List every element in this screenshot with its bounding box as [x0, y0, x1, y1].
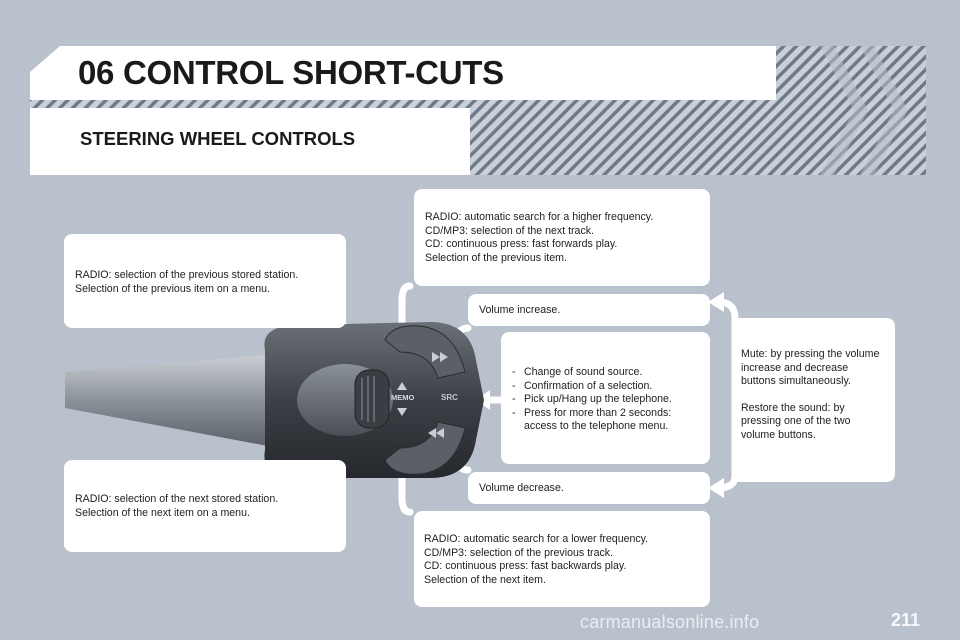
callout-previous-station: RADIO: selection of the previous stored …	[64, 234, 346, 328]
source-button-functions: Change of sound source. Confirmation of …	[510, 366, 704, 434]
skip-back-icon	[428, 428, 444, 438]
subtitle-band	[30, 108, 470, 175]
callout-line: Volume increase.	[479, 304, 561, 316]
header-stripes-mid	[30, 100, 776, 108]
callout-line: Selection of the next item on a menu.	[75, 506, 250, 519]
page-title: 06 CONTROL SHORT-CUTS	[78, 54, 504, 91]
callout-seek-down: RADIO: automatic search for a lower freq…	[414, 511, 710, 607]
memo-label: MEMO	[391, 393, 415, 402]
callout-line: CD: continuous press: fast forwards play…	[425, 238, 618, 250]
header-band	[30, 46, 776, 100]
header-stripes-top	[470, 46, 926, 175]
callout-line: RADIO: automatic search for a higher fre…	[425, 211, 654, 223]
callout-line: Selection of the previous item on a menu…	[75, 282, 270, 295]
page-number: 211	[890, 610, 920, 630]
section-title: STEERING WHEEL CONTROLS	[80, 128, 356, 149]
callout-volume-up: Volume increase.	[468, 294, 710, 326]
callout-line: CD/MP3: selection of the next track.	[425, 224, 594, 237]
thumbwheel-ridges	[361, 376, 375, 422]
function-item: Change of sound source.	[510, 366, 704, 380]
callout-line: RADIO: selection of the previous stored …	[75, 269, 299, 281]
callout-line: RADIO: automatic search for a lower freq…	[424, 533, 649, 545]
callout-seek-up: RADIO: automatic search for a higher fre…	[414, 189, 710, 286]
callout-line: Volume decrease.	[479, 482, 564, 494]
watermark: carmanualsonline.info	[580, 612, 760, 632]
callout-line: CD/MP3: selection of the previous track.	[424, 546, 614, 559]
function-item: Pick up/Hang up the telephone.	[510, 393, 704, 407]
callout-volume-down: Volume decrease.	[468, 472, 710, 504]
callout-line: Mute: by pressing the volume increase an…	[741, 348, 880, 387]
callout-next-station: RADIO: selection of the next stored stat…	[64, 460, 346, 552]
skip-forward-icon	[432, 352, 448, 362]
memo-down-arrow	[397, 408, 407, 416]
stalk-upper-button	[384, 325, 466, 379]
callout-line: Selection of the next item.	[424, 573, 546, 586]
src-label: SRC	[441, 393, 458, 402]
chevron-decoration	[820, 46, 908, 175]
callout-line: Restore the sound: by pressing one of th…	[741, 401, 851, 441]
callout-line: CD: continuous press: fast backwards pla…	[424, 560, 627, 572]
stalk-arm	[65, 352, 300, 452]
callout-line: RADIO: selection of the next stored stat…	[75, 493, 279, 505]
callout-mute: Mute: by pressing the volume increase an…	[732, 318, 895, 482]
callout-line: Selection of the previous item.	[425, 251, 567, 264]
callout-source-button: Change of sound source. Confirmation of …	[501, 332, 710, 464]
memo-up-arrow	[397, 382, 407, 390]
function-item: Press for more than 2 seconds: access to…	[510, 407, 704, 434]
stalk-thumbwheel	[354, 369, 390, 429]
function-item: Confirmation of a selection.	[510, 380, 704, 394]
stalk-lower-button	[384, 421, 466, 475]
